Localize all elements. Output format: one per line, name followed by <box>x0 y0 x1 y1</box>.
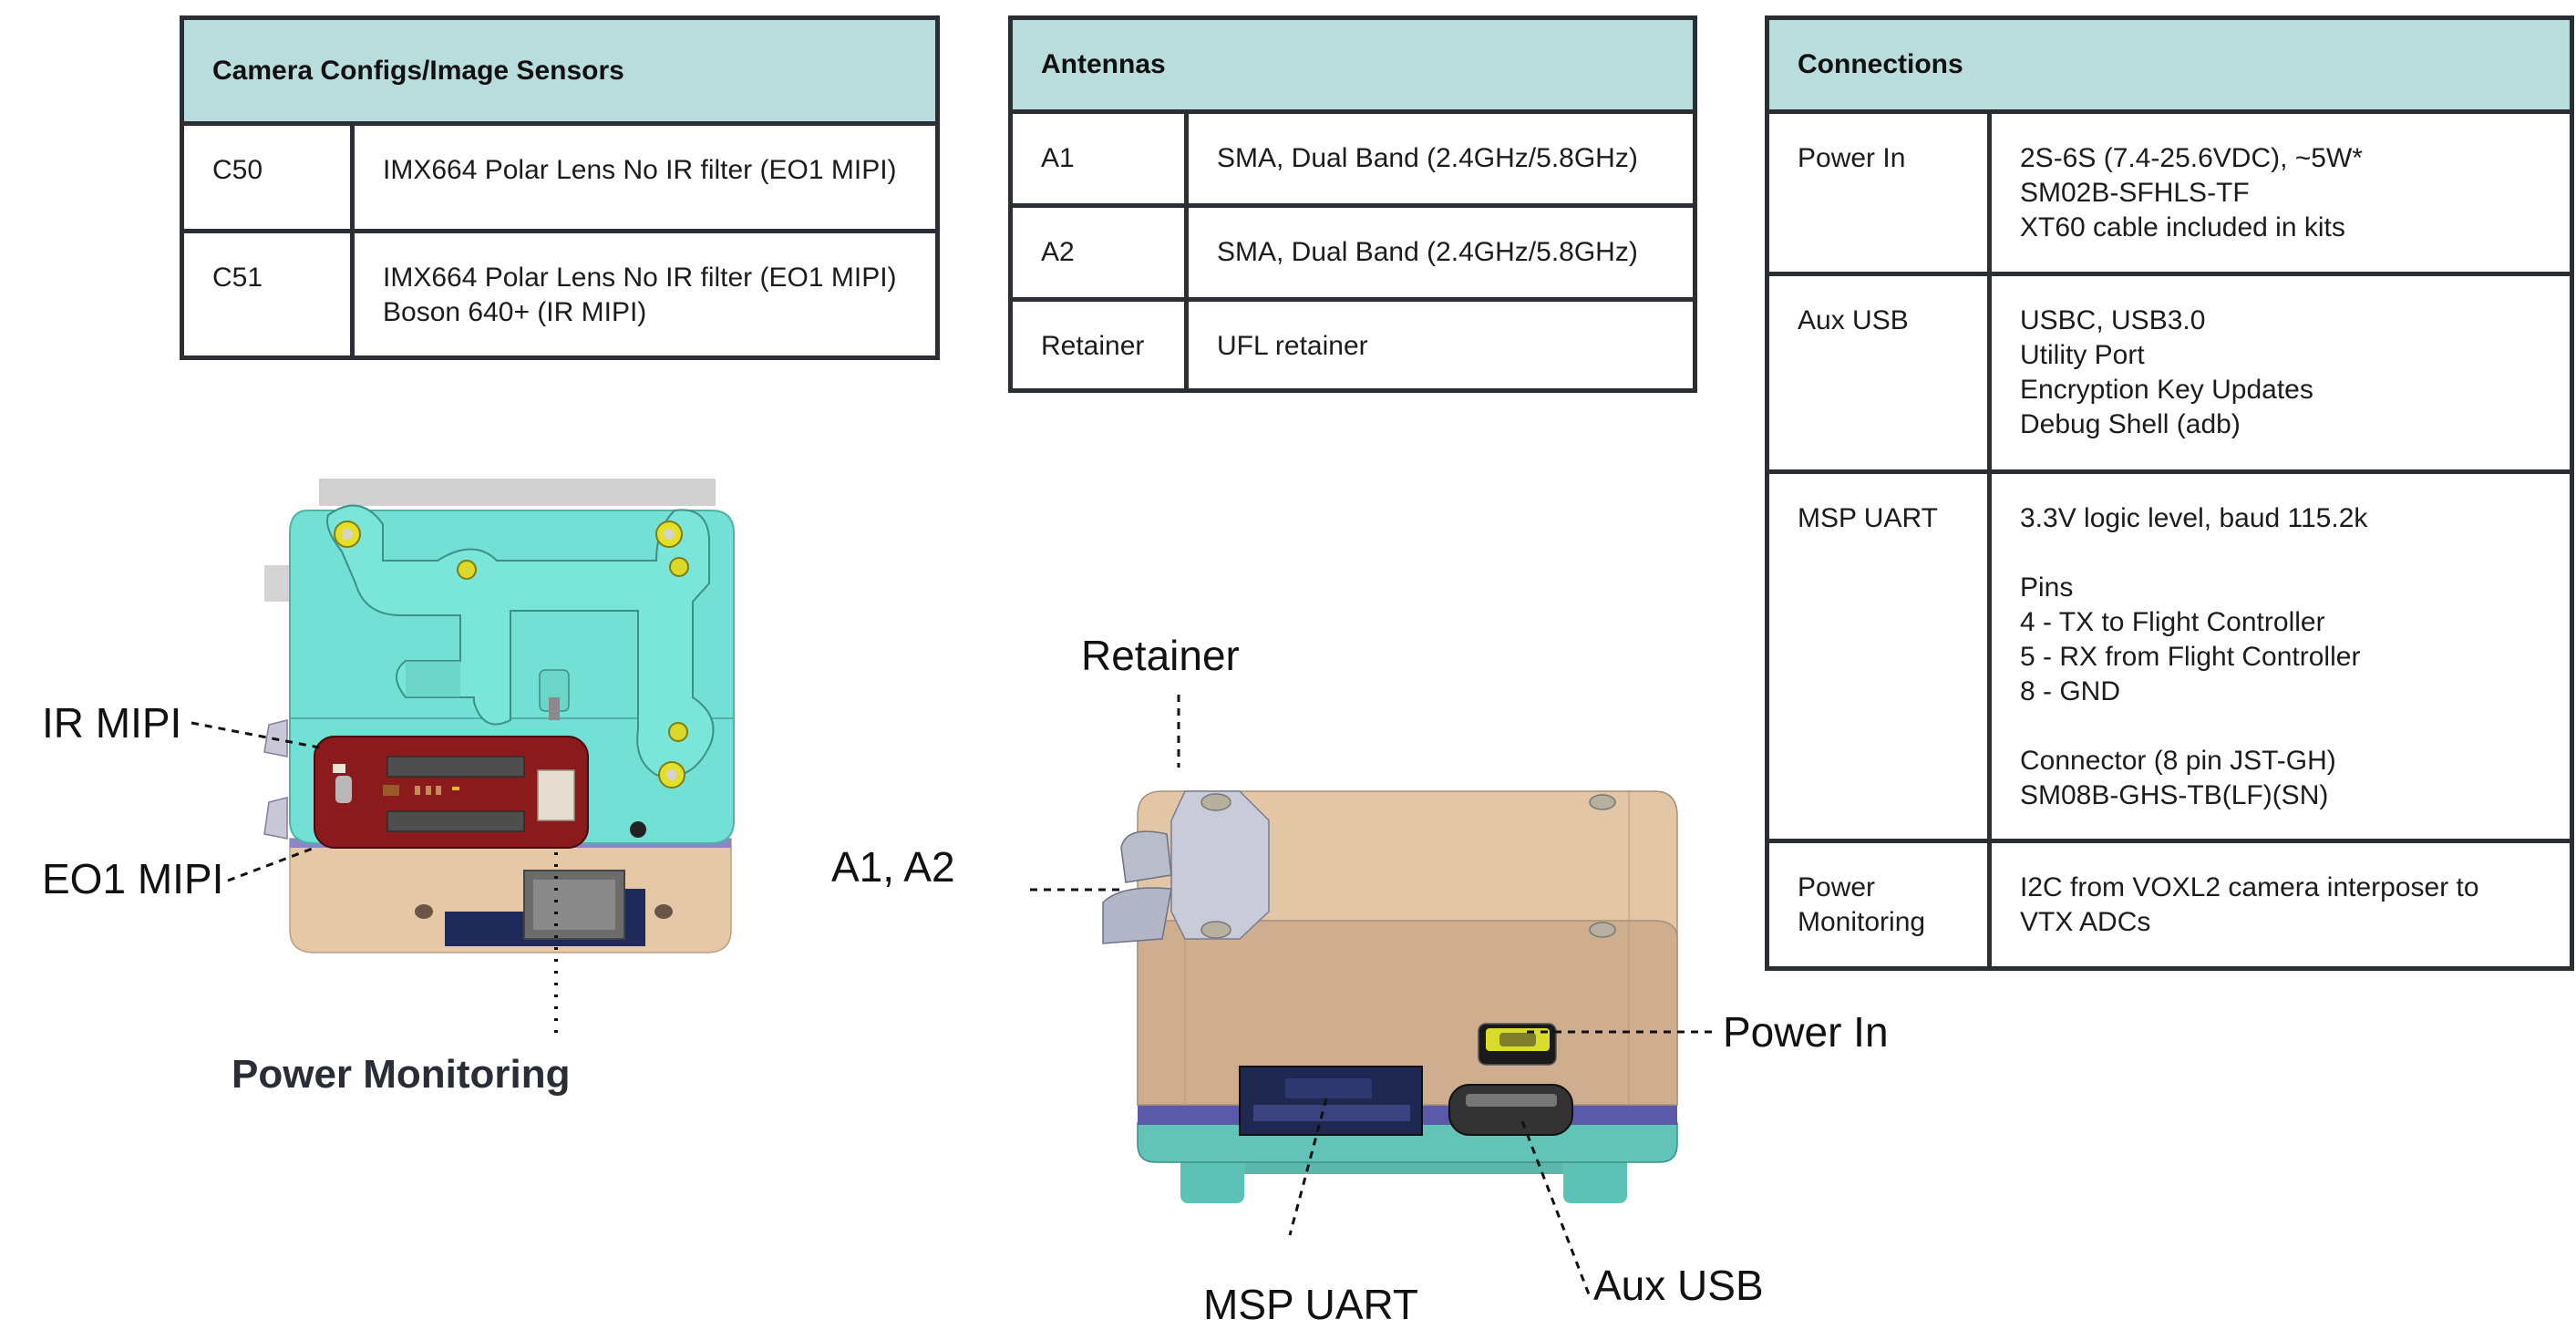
row-value: USBC, USB3.0 Utility Port Encryption Key… <box>1987 272 2574 474</box>
table-row: C50 IMX664 Polar Lens No IR filter (EO1 … <box>180 121 940 233</box>
row-key: Power In <box>1765 109 1992 276</box>
row-key: Retainer <box>1008 297 1189 393</box>
screw-icon <box>334 521 689 838</box>
table-row: Power In 2S-6S (7.4-25.6VDC), ~5W* SM02B… <box>1765 109 2574 276</box>
table-row: C51 IMX664 Polar Lens No IR filter (EO1 … <box>180 229 940 360</box>
camera-configs-table: Camera Configs/Image Sensors C50 IMX664 … <box>180 15 940 360</box>
callout-msp-uart: MSP UART <box>1203 1281 1419 1328</box>
row-key: Aux USB <box>1765 272 1992 474</box>
table-row: A2 SMA, Dual Band (2.4GHz/5.8GHz) <box>1008 203 1697 302</box>
connections-table-title: Connections <box>1765 15 2574 114</box>
callout-aux-usb: Aux USB <box>1593 1262 1764 1309</box>
antennas-table: Antennas A1 SMA, Dual Band (2.4GHz/5.8GH… <box>1008 15 1697 393</box>
callout-leaders <box>191 695 1714 1300</box>
device-front-view <box>1102 790 1678 1203</box>
device-top-view <box>263 479 735 953</box>
row-value: UFL retainer <box>1184 297 1697 393</box>
table-row: Retainer UFL retainer <box>1008 297 1697 393</box>
row-key: C50 <box>180 121 355 233</box>
row-key: A1 <box>1008 109 1189 208</box>
row-key: A2 <box>1008 203 1189 302</box>
callout-eo1-mipi: EO1 MIPI <box>42 855 224 902</box>
row-value: 3.3V logic level, baud 115.2k Pins 4 - T… <box>1987 469 2574 843</box>
table-row: MSP UART 3.3V logic level, baud 115.2k P… <box>1765 469 2574 843</box>
row-key: C51 <box>180 229 355 360</box>
row-key: MSP UART <box>1765 469 1992 843</box>
camera-table-title: Camera Configs/Image Sensors <box>180 15 940 126</box>
callout-ir-mipi: IR MIPI <box>42 699 182 747</box>
row-key: Power Monitoring <box>1765 839 1992 971</box>
row-value: I2C from VOXL2 camera interposer to VTX … <box>1987 839 2574 971</box>
row-value: 2S-6S (7.4-25.6VDC), ~5W* SM02B-SFHLS-TF… <box>1987 109 2574 276</box>
connections-table: Connections Power In 2S-6S (7.4-25.6VDC)… <box>1765 15 2574 971</box>
callout-power-in: Power In <box>1723 1008 1889 1056</box>
table-row: A1 SMA, Dual Band (2.4GHz/5.8GHz) <box>1008 109 1697 208</box>
callout-retainer: Retainer <box>1081 632 1240 679</box>
row-value: SMA, Dual Band (2.4GHz/5.8GHz) <box>1184 203 1697 302</box>
screw-icon <box>1589 794 1616 938</box>
table-row: Aux USB USBC, USB3.0 Utility Port Encryp… <box>1765 272 2574 474</box>
antennas-table-title: Antennas <box>1008 15 1697 114</box>
callout-a1-a2: A1, A2 <box>831 843 955 891</box>
callout-power-monitoring: Power Monitoring <box>232 1052 571 1097</box>
table-row: Power Monitoring I2C from VOXL2 camera i… <box>1765 839 2574 971</box>
row-value: IMX664 Polar Lens No IR filter (EO1 MIPI… <box>350 121 940 233</box>
row-value: SMA, Dual Band (2.4GHz/5.8GHz) <box>1184 109 1697 208</box>
row-value: IMX664 Polar Lens No IR filter (EO1 MIPI… <box>350 229 940 360</box>
